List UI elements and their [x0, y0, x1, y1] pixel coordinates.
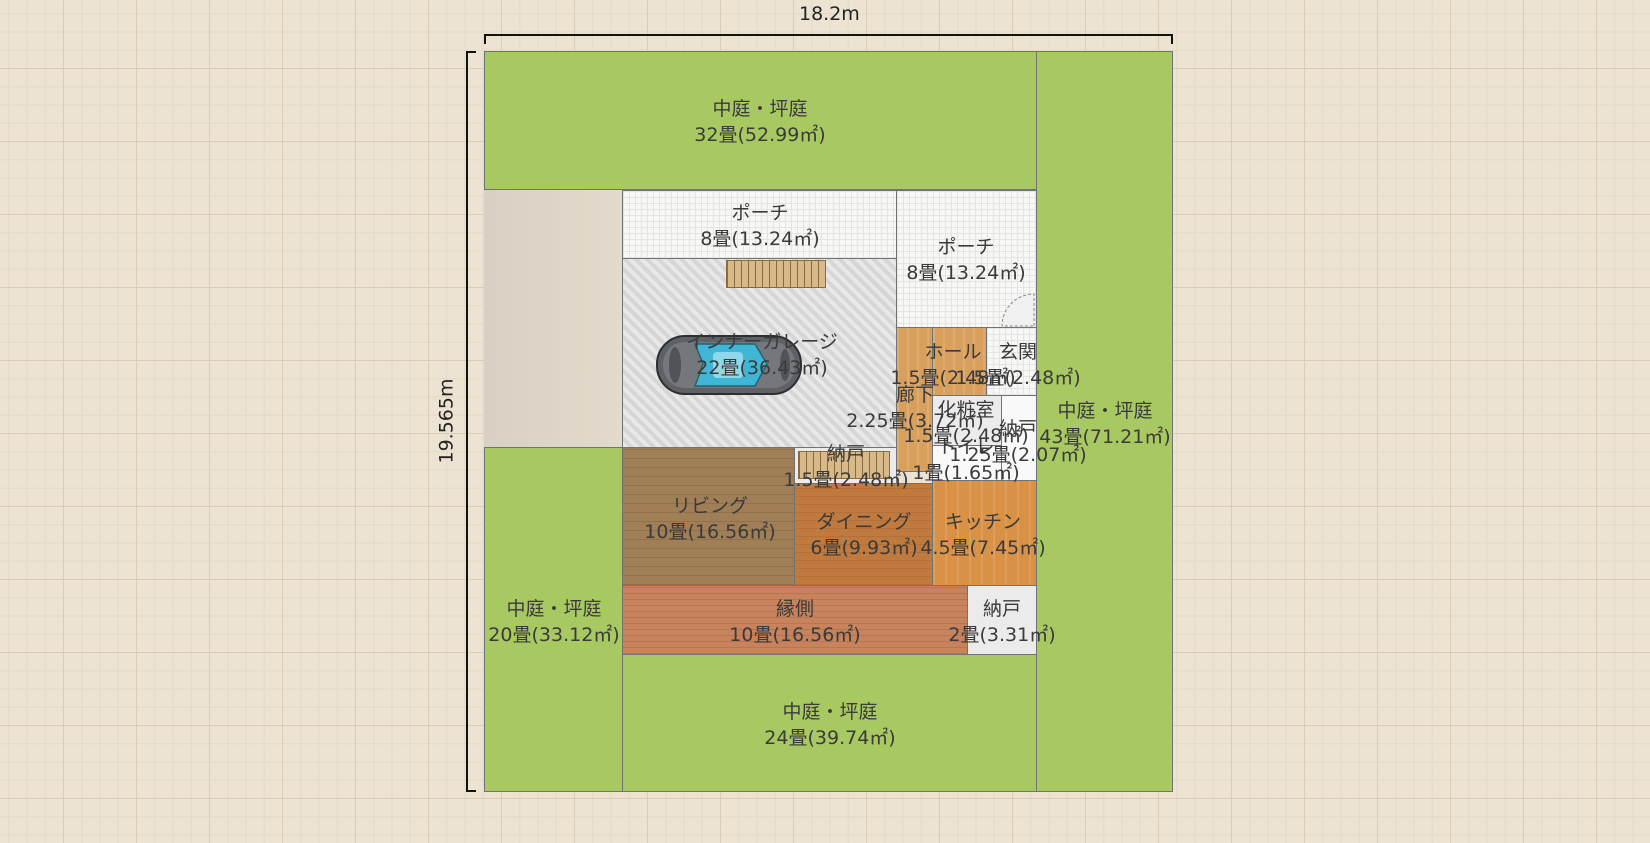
courtyard-right[interactable]: [1036, 51, 1173, 792]
width-dimension-line: [484, 34, 1173, 36]
garage-stairs: [726, 260, 826, 288]
toilet[interactable]: [932, 445, 1002, 481]
kitchen[interactable]: [932, 480, 1037, 586]
outdoor-shadow-area: [484, 190, 623, 448]
corridor[interactable]: [896, 327, 933, 472]
width-dimension-label: 18.2m: [799, 3, 860, 25]
storage-bottom[interactable]: [967, 585, 1037, 655]
courtyard-left[interactable]: [484, 447, 623, 792]
height-dimension-line: [466, 51, 468, 792]
living-room[interactable]: [622, 447, 795, 586]
powder-room[interactable]: [932, 395, 1002, 446]
height-dimension-tick-bottom: [466, 790, 476, 792]
height-dimension-tick-top: [466, 51, 476, 53]
porch-left[interactable]: [622, 190, 897, 259]
hall[interactable]: [932, 327, 987, 396]
width-dimension-tick-left: [484, 34, 486, 44]
width-dimension-tick-right: [1171, 34, 1173, 44]
car-icon: [656, 335, 802, 395]
height-dimension-label: 19.565m: [435, 378, 458, 464]
courtyard-top[interactable]: [484, 51, 1037, 190]
door-swing-icon: [1001, 293, 1035, 327]
porch-right[interactable]: [896, 190, 1037, 328]
courtyard-bottom[interactable]: [622, 654, 1037, 792]
dining-room[interactable]: [794, 483, 933, 586]
entrance[interactable]: [986, 327, 1037, 396]
storage-small[interactable]: [1001, 395, 1037, 481]
veranda[interactable]: [622, 585, 968, 655]
storage-stairs: [798, 451, 890, 479]
